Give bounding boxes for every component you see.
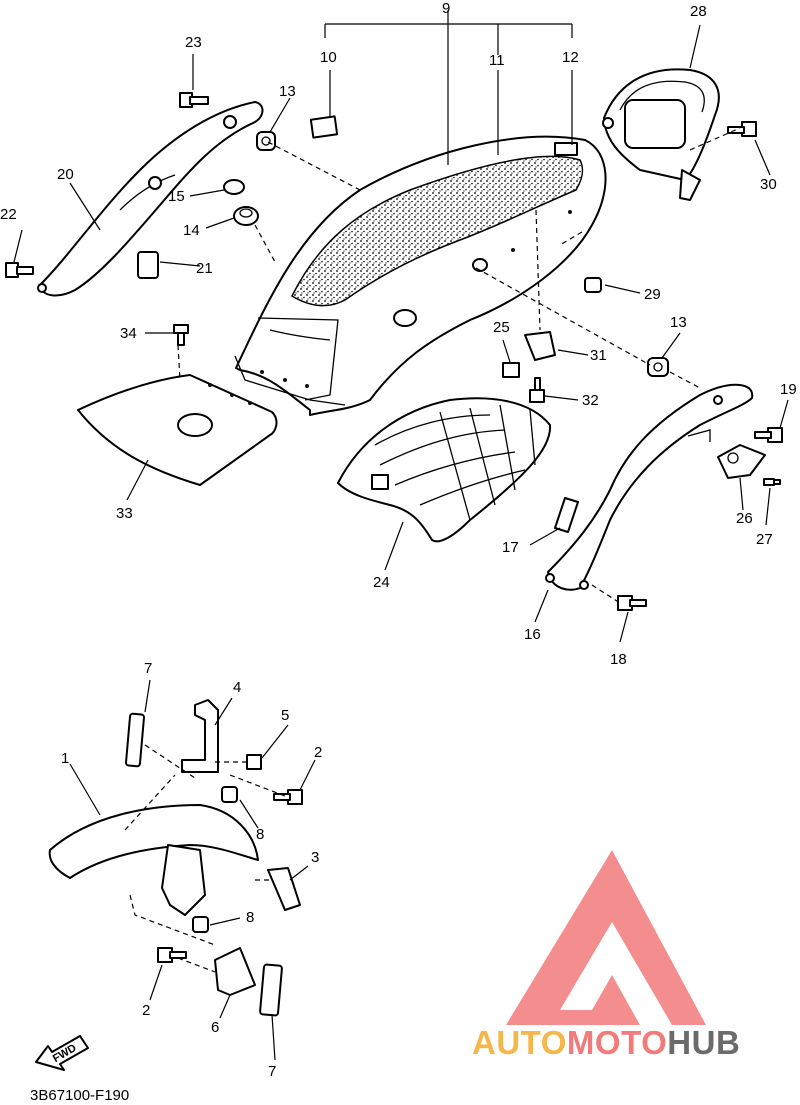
nut-8b [192,916,209,933]
drawing-code: 3B67100-F190 [30,1087,129,1104]
callout-27: 27 [756,531,773,548]
reflector-7b [259,963,283,1017]
callout-11: 11 [489,52,505,69]
bracket-6b [214,947,256,996]
reflector-26 [717,444,766,479]
callout-33: 33 [116,505,133,522]
bracket-4 [181,699,219,773]
right-side-rail-16 [545,383,754,591]
bracket-6a [161,844,206,916]
callout-29: 29 [644,286,661,303]
callout-30: 30 [760,176,777,193]
bolt-30 [727,121,757,137]
grommet-13a [256,131,276,151]
callout-8a: 8 [256,826,264,843]
callout-13a: 13 [279,83,296,100]
callout-4: 4 [233,679,241,696]
part-21-pad [137,251,159,279]
callout-8b: 8 [246,909,254,926]
nut-8a [221,786,238,803]
leader-lines [13,10,789,1061]
callout-14: 14 [183,222,200,239]
grommet-14 [233,206,259,226]
washer-15 [223,179,245,195]
watermark-hub: HUB [667,1024,740,1061]
callout-10: 10 [320,49,337,66]
callout-16: 16 [524,626,541,643]
callout-32: 32 [582,392,599,409]
left-side-rail-20 [37,101,264,297]
callout-21: 21 [196,260,213,277]
fender-label-plate [554,142,578,156]
bolt-23 [179,92,209,108]
callout-20: 20 [57,166,74,183]
nut-25 [502,362,520,378]
callout-31: 31 [590,347,607,364]
tail-light-28 [602,68,720,201]
front-fender-1 [48,804,259,879]
callout-9: 9 [442,0,450,17]
part-33-plate [77,374,278,486]
callout-28: 28 [690,3,707,20]
callout-2a: 2 [314,744,322,761]
callout-5: 5 [281,707,289,724]
inner-fender-24 [337,397,552,543]
part-3 [267,867,301,911]
part-17-pad [554,497,579,533]
callout-18: 18 [610,651,627,668]
nut-29 [584,277,602,293]
callout-25: 25 [493,319,510,336]
forward-direction-arrow-icon: FWD [35,1035,89,1071]
callout-24: 24 [373,574,390,591]
callout-15: 15 [168,188,185,205]
watermark-auto: AUTO [472,1024,567,1061]
callout-34: 34 [120,325,137,342]
screw-32 [529,377,545,403]
bolt-5 [246,754,262,770]
bolt-18 [617,595,647,611]
callout-26: 26 [736,510,753,527]
callout-12: 12 [562,49,579,66]
callout-13b: 13 [670,314,687,331]
logo-triangle-shape [506,850,706,1025]
automotohub-logo-icon [506,850,706,1025]
callout-7b: 7 [268,1063,276,1080]
watermark-text: AUTOMOTOHUB [472,1024,740,1061]
callout-17: 17 [502,539,519,556]
assembly-dash-lines [124,127,741,973]
bracket-31 [524,331,556,361]
bolt-2a [273,789,303,805]
screw-27 [763,478,781,486]
callout-7a: 7 [144,660,152,677]
callout-1: 1 [61,750,69,767]
reflector-7a [125,712,145,768]
callout-3: 3 [311,849,319,866]
grommet-13b [647,357,669,377]
callout-2b: 2 [142,1002,150,1019]
watermark-moto: MOTO [567,1024,667,1061]
callout-22: 22 [0,206,17,223]
callout-23: 23 [185,34,202,51]
part-10-label [309,115,339,139]
rear-fender [234,135,607,416]
bolt-22 [5,262,34,278]
callout-19: 19 [780,381,797,398]
screw-34 [173,324,189,346]
bolt-2b [157,947,187,963]
callout-6: 6 [211,1019,219,1036]
callout-numbers: 9 10 11 12 23 13 20 15 14 22 21 34 33 28… [0,0,797,1080]
bolt-19 [754,427,783,443]
fender-stippled-surface [291,155,584,307]
